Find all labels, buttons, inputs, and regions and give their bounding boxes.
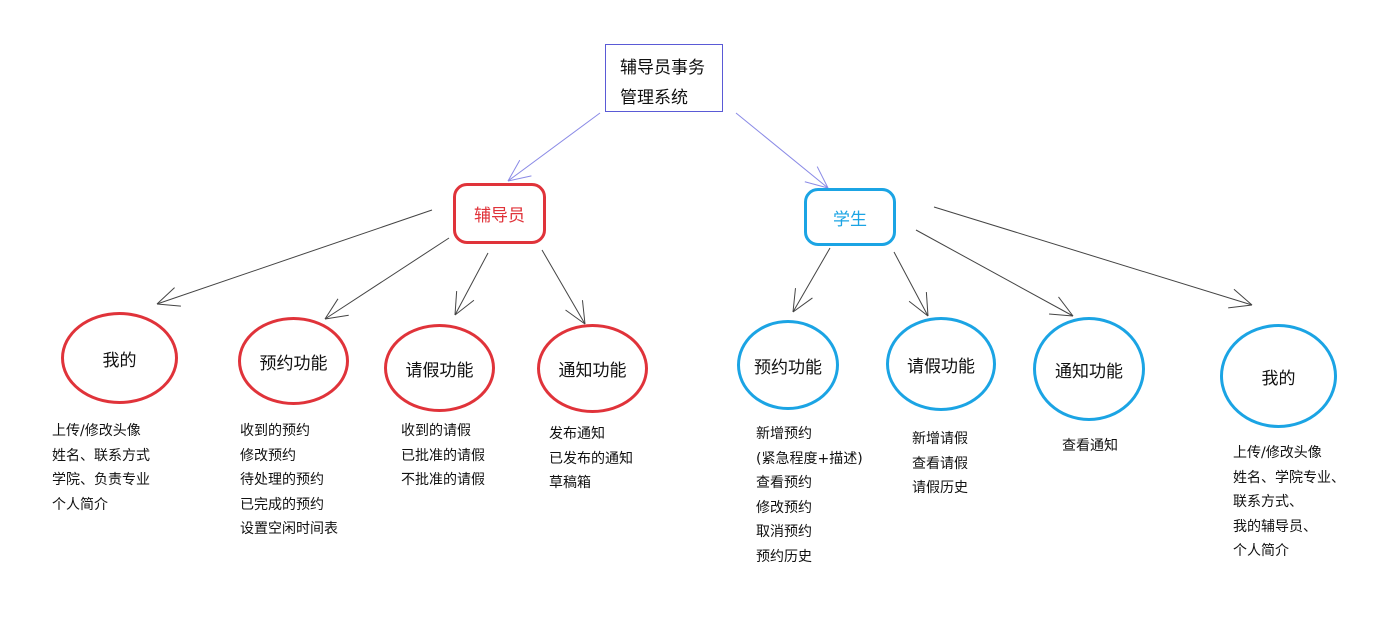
list-item: 学院、负责专业	[52, 472, 150, 488]
module-label: 通知功能	[558, 361, 627, 381]
list-item: 新增预约	[756, 426, 812, 442]
student-module-leave: 请假功能	[886, 317, 996, 411]
student-to-notice-arrow	[915, 229, 1074, 317]
list-item: 预约历史	[756, 548, 812, 565]
counselor-label: 辅导员	[474, 206, 525, 226]
root-to-counselor-arrow	[507, 112, 601, 182]
counselor-appointment-items: 收到的预约 修改预约 待处理的预约 已完成的预约 设置空闲时间表	[240, 419, 338, 542]
student-module-appointment: 预约功能	[737, 320, 839, 410]
list-item: 收到的预约	[240, 423, 310, 439]
list-item: 待处理的预约	[240, 472, 324, 488]
counselor-notice-items: 发布通知 已发布的通知 草稿箱	[549, 422, 633, 496]
list-item: 已完成的预约	[240, 496, 324, 513]
list-item: 不批准的请假	[401, 472, 485, 488]
module-label: 请假功能	[405, 360, 474, 381]
student-mine-items: 上传/修改头像 姓名、学院专业、 联系方式、 我的辅导员、 个人简介	[1233, 441, 1345, 564]
root-title-line2: 管理系统	[620, 88, 688, 108]
list-item: 修改预约	[240, 447, 296, 464]
list-item: 查看通知	[1062, 438, 1118, 454]
list-item: 个人简介	[1233, 543, 1289, 559]
list-item: 修改预约	[756, 499, 812, 516]
student-to-mine-arrow	[933, 206, 1253, 309]
counselor-to-notice-arrow	[541, 249, 586, 325]
counselor-to-appointment-arrow	[324, 237, 450, 320]
student-leave-items: 新增请假 查看请假 请假历史	[912, 427, 968, 501]
counselor-module-notice: 通知功能	[537, 324, 648, 413]
counselor-node: 辅导员	[453, 183, 546, 244]
module-label: 请假功能	[907, 356, 975, 377]
counselor-to-leave-arrow	[454, 252, 489, 316]
counselor-leave-items: 收到的请假 已批准的请假 不批准的请假	[401, 419, 485, 493]
list-item: 草稿箱	[549, 475, 591, 491]
list-item: 个人简介	[52, 496, 108, 513]
counselor-module-mine: 我的	[61, 312, 178, 404]
list-item: 上传/修改头像	[1233, 445, 1322, 461]
student-module-mine: 我的	[1220, 324, 1337, 428]
list-item: 取消预约	[756, 524, 812, 540]
module-label: 预约功能	[754, 357, 822, 378]
list-item: 姓名、学院专业、	[1233, 469, 1345, 486]
counselor-module-appointment: 预约功能	[238, 317, 349, 405]
list-item: 我的辅导员、	[1233, 518, 1317, 535]
student-appointment-items: 新增预约 (紧急程度+描述) 查看预约 修改预约 取消预约 预约历史	[756, 422, 863, 569]
student-notice-items: 查看通知	[1062, 434, 1118, 459]
list-item: 设置空闲时间表	[240, 521, 338, 537]
list-item: 发布通知	[549, 426, 605, 442]
list-item: 查看请假	[912, 455, 968, 472]
root-to-student-arrow	[735, 112, 829, 189]
list-item: 已发布的通知	[549, 450, 633, 467]
student-to-appointment-arrow	[792, 247, 831, 313]
counselor-module-leave: 请假功能	[384, 324, 495, 412]
list-item: 请假历史	[912, 480, 968, 496]
list-item: 姓名、联系方式	[52, 447, 150, 464]
student-to-leave-arrow	[893, 251, 929, 317]
student-label: 学生	[833, 209, 867, 230]
module-label: 预约功能	[259, 353, 328, 374]
counselor-mine-items: 上传/修改头像 姓名、联系方式 学院、负责专业 个人简介	[52, 419, 150, 517]
module-label: 通知功能	[1055, 361, 1123, 382]
list-item: 上传/修改头像	[52, 423, 141, 439]
list-item: (紧急程度+描述)	[756, 450, 863, 467]
list-item: 收到的请假	[401, 423, 471, 439]
student-module-notice: 通知功能	[1033, 317, 1145, 421]
student-node: 学生	[804, 188, 896, 246]
list-item: 查看预约	[756, 475, 812, 491]
root-node: 辅导员事务 管理系统	[605, 44, 723, 112]
counselor-to-mine-arrow	[156, 209, 433, 307]
list-item: 已批准的请假	[401, 447, 485, 464]
root-title-line1: 辅导员事务	[620, 58, 705, 78]
module-label: 我的	[1261, 368, 1296, 389]
list-item: 新增请假	[912, 431, 968, 447]
list-item: 联系方式、	[1233, 494, 1303, 510]
module-label: 我的	[102, 350, 137, 371]
